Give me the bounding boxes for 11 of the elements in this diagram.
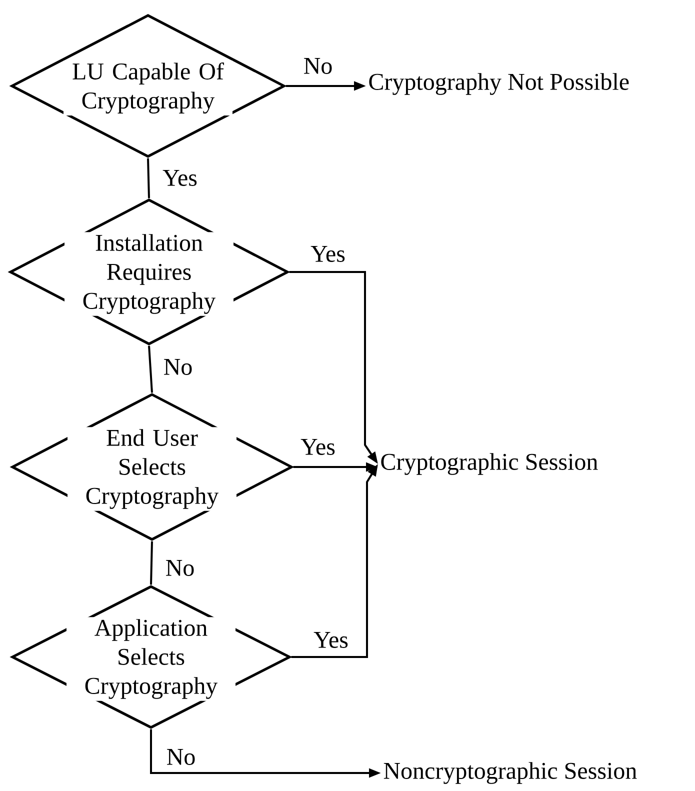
edge-label: Yes [310,246,345,262]
outcome-text: Noncryptographic Session [384,762,637,784]
edge-label: No [166,560,194,576]
outcome-text: Cryptographic Session [381,453,598,475]
edge-label: No [167,749,195,765]
outcome-text: Cryptography Not Possible [369,73,629,95]
edge-label: Yes [162,170,197,186]
edge-label: No [164,359,192,375]
edge-label: Yes [314,632,348,648]
edge-label: No [304,58,332,74]
edge-label: Yes [300,439,335,455]
